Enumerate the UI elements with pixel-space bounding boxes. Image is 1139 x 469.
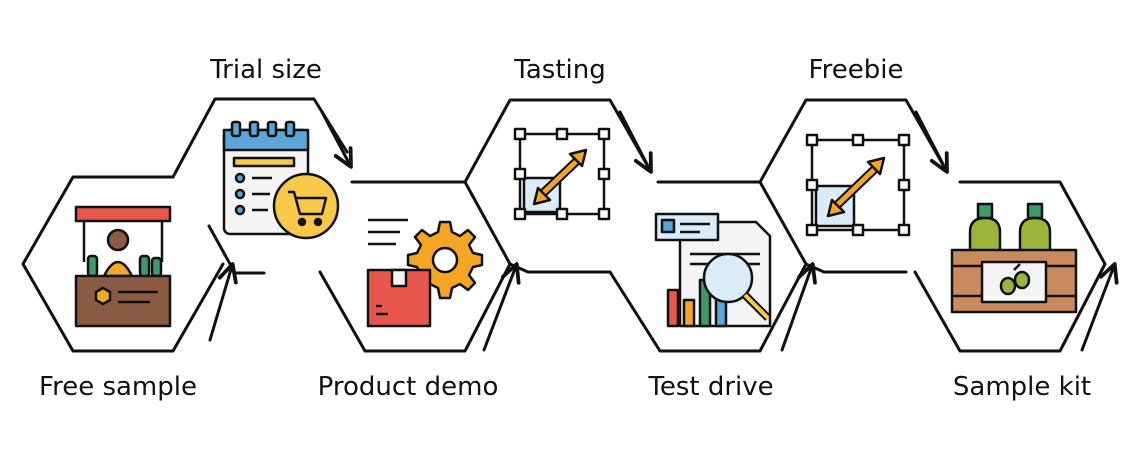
step-label-trial-size: Trial size	[210, 55, 322, 85]
step-label-tasting: Tasting	[514, 55, 606, 85]
arrow-product-demo-to-tasting	[482, 262, 521, 352]
arrow-test-drive-to-freebie	[780, 262, 817, 352]
box-gear-icon	[366, 218, 484, 328]
step-label-free-sample: Free sample	[39, 372, 197, 402]
step-label-product-demo: Product demo	[317, 372, 499, 402]
step-label-test-drive: Test drive	[648, 372, 774, 402]
market-stall-icon	[74, 205, 172, 328]
checklist-cart-icon	[222, 120, 340, 240]
step-label-sample-kit: Sample kit	[952, 372, 1092, 402]
arrow-freebie-to-sample-kit	[914, 110, 949, 174]
hexagon-product-demo	[318, 180, 512, 353]
report-magnifier-icon	[654, 212, 772, 328]
arrow-free-sample-to-trial-size	[208, 262, 238, 342]
hexagon-test-drive	[608, 180, 808, 353]
resize-arrow-icon	[805, 133, 911, 237]
step-label-freebie: Freebie	[808, 55, 904, 85]
hexagon-free-sample	[21, 175, 225, 353]
hexagon-sample-kit	[913, 180, 1107, 353]
arrow-tasting-to-test-drive	[618, 110, 653, 174]
hexagon-freebie	[758, 98, 948, 184]
bottle-crate-icon	[950, 202, 1078, 314]
arrow-trial-size-to-product-demo	[320, 110, 353, 169]
arrow-sample-kit-out	[1080, 262, 1119, 352]
resize-arrow-icon	[513, 127, 611, 221]
hexagon-tasting	[463, 98, 652, 184]
